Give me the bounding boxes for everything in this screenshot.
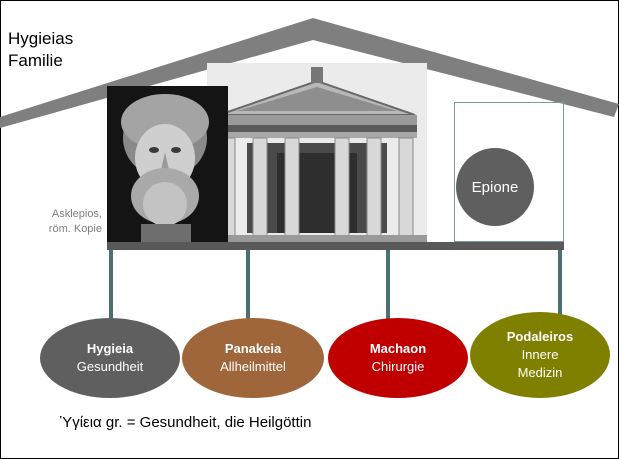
footer-note: Ὑγίεια gr. = Gesundheit, die Heilgöttin [60, 414, 312, 431]
family-beam [107, 242, 564, 250]
child-name: Hygieia [86, 341, 134, 356]
bust-caption: Asklepios, röm. Kopie [20, 207, 102, 237]
child-name: Machaon [369, 341, 427, 356]
epione-window-frame [454, 102, 564, 242]
child-desc: Gesundheit [76, 359, 144, 374]
epione-label: Epione [471, 178, 519, 196]
beam-post [246, 250, 250, 320]
temple-image [207, 63, 427, 243]
caption-line-1: Asklepios, [51, 208, 102, 220]
child-desc: Allheilmittel [220, 359, 286, 374]
asklepios-bust-image [107, 86, 228, 242]
child-node-podaleiros: Podaleiros Innere Medizin [470, 312, 610, 398]
child-node-hygieia: Hygieia Gesundheit [40, 318, 180, 398]
caption-line-2: röm. Kopie [48, 223, 102, 235]
child-desc: Innere [521, 347, 559, 362]
slide-title: Hygieias Familie [8, 28, 73, 72]
epione-node: Epione [456, 148, 534, 226]
title-line-1: Hygieias [8, 29, 74, 48]
child-desc: Chirurgie [371, 359, 425, 374]
beam-post [558, 250, 562, 320]
child-node-machaon: Machaon Chirurgie [328, 318, 468, 398]
child-node-panakeia: Panakeia Allheilmittel [182, 318, 324, 398]
title-line-2: Familie [8, 51, 63, 70]
beam-post [386, 250, 390, 320]
beam-post [109, 250, 113, 320]
child-name: Podaleiros [506, 329, 574, 344]
child-name: Panakeia [224, 341, 282, 356]
roof-shape [0, 18, 619, 128]
child-desc: Medizin [517, 365, 563, 380]
